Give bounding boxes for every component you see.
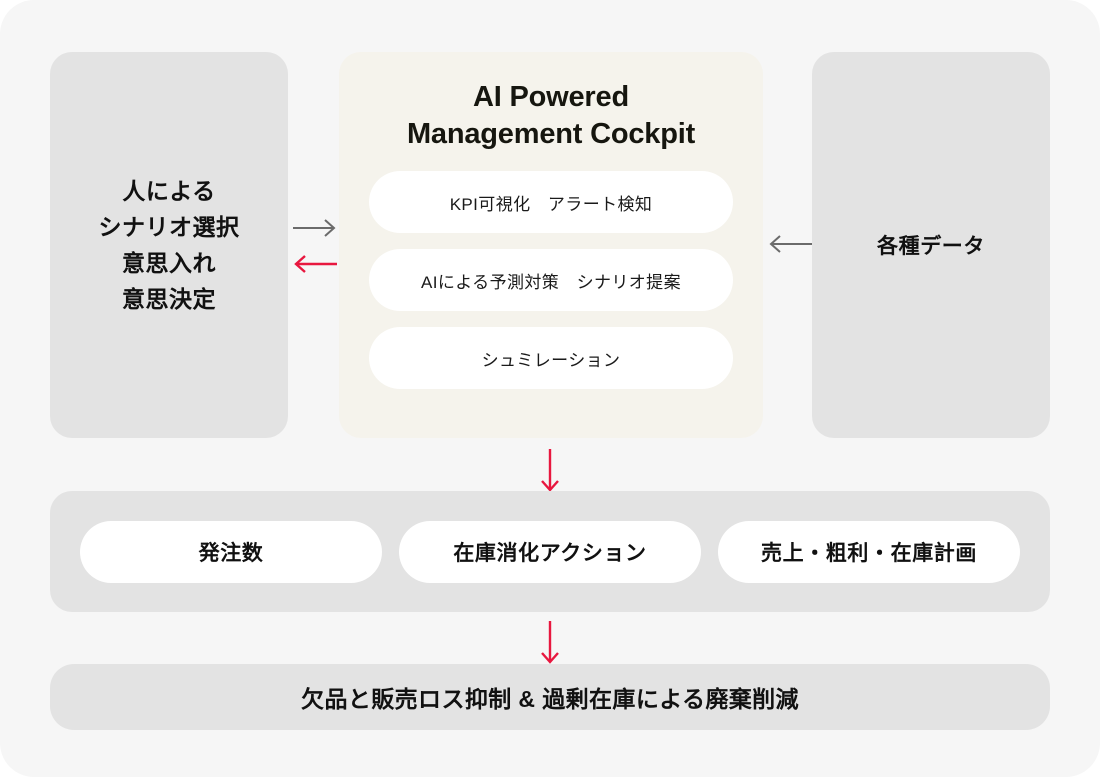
cockpit-title: AI Powered Management Cockpit [407, 79, 695, 153]
cockpit-title-line-1: AI Powered [473, 81, 629, 113]
human-line-4: 意思決定 [122, 286, 216, 312]
data-sources-panel: 各種データ [812, 52, 1050, 438]
human-line-3: 意思入れ [122, 250, 216, 276]
arrow-left-gray-icon [769, 235, 812, 253]
data-sources-label: 各種データ [877, 235, 985, 258]
cockpit-capability-kpi[interactable]: KPI可視化 アラート検知 [369, 171, 733, 233]
human-line-2: シナリオ選択 [98, 214, 240, 240]
cockpit-capability-prediction[interactable]: AIによる予測対策 シナリオ提案 [369, 249, 733, 311]
outcome-bar: 欠品と販売ロス抑制 & 過剰在庫による廃棄削減 [50, 664, 1050, 730]
arrow-right-gray-icon [293, 219, 336, 237]
outcome-label: 欠品と販売ロス抑制 & 過剰在庫による廃棄削減 [301, 686, 799, 712]
cockpit-capability-list: KPI可視化 アラート検知 AIによる予測対策 シナリオ提案 シュミレーション [339, 171, 763, 389]
cockpit-capability-simulation[interactable]: シュミレーション [369, 327, 733, 389]
arrow-down-red-icon [541, 621, 559, 664]
action-pill-inventory-action[interactable]: 在庫消化アクション [399, 520, 701, 583]
human-line-1: 人による [122, 178, 216, 204]
action-pill-sales-plan[interactable]: 売上・粗利・在庫計画 [718, 520, 1020, 583]
arrow-left-red-icon [294, 255, 337, 273]
arrow-down-red-icon [541, 449, 559, 492]
action-pill-order-quantity[interactable]: 発注数 [80, 520, 382, 583]
cockpit-title-line-2: Management Cockpit [406, 118, 696, 150]
human-decision-panel: 人による シナリオ選択 意思入れ 意思決定 [50, 52, 288, 438]
actions-band: 発注数 在庫消化アクション 売上・粗利・在庫計画 [50, 491, 1050, 612]
ai-cockpit-panel: AI Powered Management Cockpit KPI可視化 アラー… [339, 52, 763, 438]
human-decision-lines: 人による シナリオ選択 意思入れ 意思決定 [99, 173, 240, 317]
